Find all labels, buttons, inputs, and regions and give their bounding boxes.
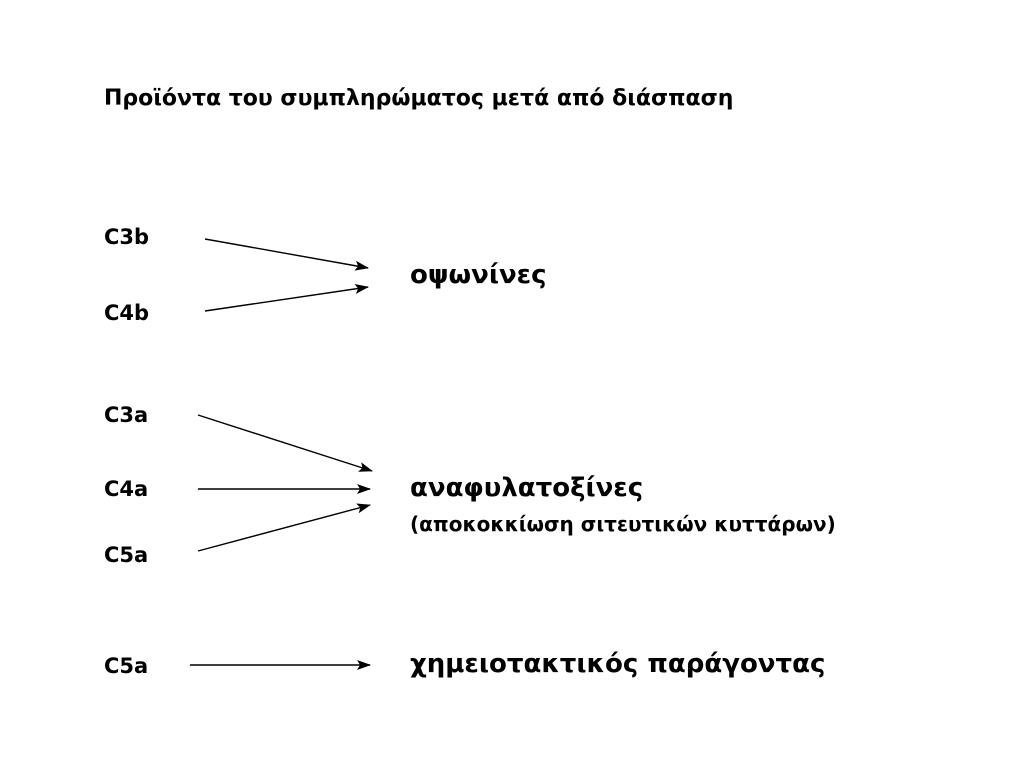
source-c3b: C3b	[104, 225, 150, 249]
arrow-c5a-to-anaphylatoxins	[197, 503, 371, 552]
result-chemotactic-factor: χημειοτακτικός παράγοντας	[410, 649, 826, 679]
arrow-c3a-to-anaphylatoxins	[197, 414, 373, 472]
source-c3a: C3a	[104, 403, 149, 427]
slide-title: Προϊόντα του συμπληρώματος μετά από διάσ…	[104, 86, 734, 111]
source-c4a: C4a	[104, 477, 149, 501]
source-c5a: C5a	[104, 543, 149, 567]
anaphylatoxins-note: (αποκοκκίωση σιτευτικών κυττάρων)	[410, 512, 836, 536]
result-anaphylatoxins: αναφυλατοξίνες	[410, 473, 644, 503]
arrow-c4b-to-opsonins	[204, 283, 369, 312]
arrow-c3b-to-opsonins	[204, 238, 369, 271]
source-c4b: C4b	[104, 301, 150, 325]
source-c5a-chemotactic: C5a	[104, 654, 149, 678]
result-opsonins: οψωνίνες	[410, 260, 547, 290]
